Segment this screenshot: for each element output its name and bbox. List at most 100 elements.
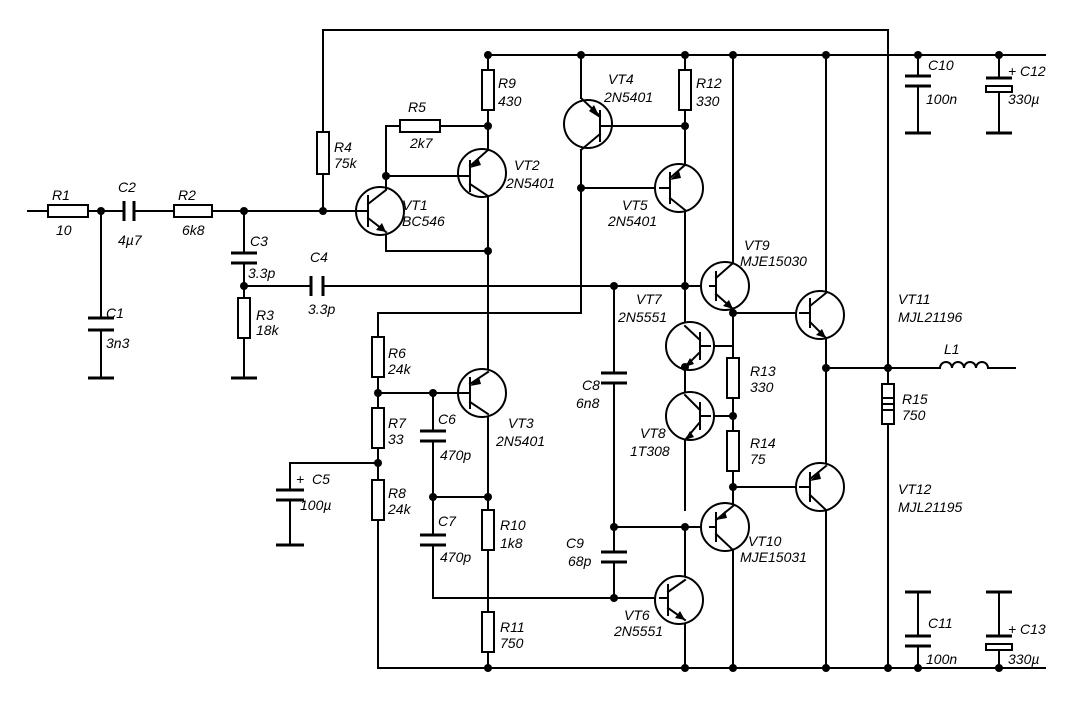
label-vt7-part: 2N5551 (617, 309, 667, 325)
label-c10-value: 100n (926, 91, 957, 107)
label-vt10-part: MJE15031 (740, 549, 807, 565)
label-vt1-part: BC546 (402, 213, 445, 229)
label-vt9-part: MJE15030 (740, 253, 807, 269)
label-c8-ref: C8 (582, 377, 600, 393)
label-vt2-ref: VT2 (514, 157, 540, 173)
label-c9-value: 68p (568, 553, 592, 569)
resistor-r5 (399, 119, 441, 133)
label-c4-value: 3.3p (308, 301, 335, 317)
junction-dots (97, 51, 1003, 672)
label-vt11-part: MJL21196 (898, 309, 963, 325)
label-r13-ref: R13 (750, 363, 776, 379)
label-l1-ref: L1 (944, 341, 960, 357)
label-c2-value: 4µ7 (118, 232, 143, 248)
label-r2-ref: R2 (178, 187, 196, 203)
label-c12-plus: + (1008, 63, 1016, 79)
label-r7-value: 33 (388, 431, 404, 447)
label-c8-value: 6n8 (576, 395, 600, 411)
resistor-r13 (726, 357, 740, 399)
capacitor-c6 (420, 429, 446, 443)
label-r8-ref: R8 (388, 485, 406, 501)
label-vt12-ref: VT12 (898, 481, 932, 497)
label-c13-ref: C13 (1020, 621, 1046, 637)
component-labels: R1 10 C2 4µ7 R2 6k8 C1 3n3 C3 3.3p R3 18… (52, 57, 1046, 667)
capacitor-c7 (420, 533, 446, 547)
transistors (355, 96, 845, 625)
transistor-vt3 (457, 368, 507, 418)
resistor-r4 (316, 131, 330, 175)
resistor-r1 (47, 204, 89, 218)
resistor-r14 (726, 430, 740, 472)
label-c9-ref: C9 (566, 535, 584, 551)
resistor-r2 (173, 204, 213, 218)
label-r5-ref: R5 (408, 99, 426, 115)
transistor-vt11 (795, 290, 845, 340)
transistor-vt6 (654, 575, 704, 625)
capacitor-c8 (601, 371, 627, 385)
label-r1-value: 10 (56, 222, 72, 238)
label-c6-value: 470p (440, 447, 471, 463)
resistors (47, 69, 895, 653)
label-c1-ref: C1 (106, 305, 124, 321)
label-r6-value: 24k (387, 361, 412, 377)
transistor-vt9 (700, 261, 750, 311)
resistor-r3 (237, 297, 251, 339)
label-c5-plus: + (296, 471, 304, 487)
label-vt8-ref: VT8 (640, 425, 666, 441)
label-vt3-part: 2N5401 (495, 433, 545, 449)
transistor-vt8 (665, 391, 715, 442)
label-r12-ref: R12 (696, 75, 722, 91)
label-c7-value: 470p (440, 549, 471, 565)
label-vt7-ref: VT7 (636, 291, 663, 307)
label-c5-value: 100µ (300, 497, 331, 513)
label-c3-value: 3.3p (248, 265, 275, 281)
resistor-r10 (481, 509, 495, 551)
capacitor-c1 (88, 316, 114, 332)
label-vt10-ref: VT10 (748, 533, 782, 549)
label-r15-value: 750 (902, 407, 926, 423)
label-c11-value: 100n (926, 651, 957, 667)
label-c1-value: 3n3 (106, 335, 130, 351)
inductor-l1 (938, 361, 990, 370)
capacitor-c4 (309, 276, 325, 296)
label-r11-value: 750 (500, 635, 524, 651)
label-c6-ref: C6 (438, 411, 456, 427)
label-r13-value: 330 (750, 379, 774, 395)
label-vt12-part: MJL21195 (898, 499, 963, 515)
resistor-r9 (481, 69, 495, 111)
label-c12-ref: C12 (1020, 63, 1046, 79)
resistor-r12 (678, 69, 692, 111)
label-r5-value: 2k7 (409, 135, 434, 151)
capacitor-c3 (231, 251, 257, 265)
label-r7-ref: R7 (388, 415, 407, 431)
label-r8-value: 24k (387, 501, 412, 517)
label-r2-value: 6k8 (182, 222, 205, 238)
label-r11-ref: R11 (500, 619, 525, 635)
label-c5-ref: C5 (312, 471, 330, 487)
label-c3-ref: C3 (250, 233, 268, 249)
label-vt1-ref: VT1 (402, 197, 428, 213)
transistor-vt4 (563, 96, 613, 152)
label-r3-value: 18k (256, 322, 280, 338)
label-vt4-ref: VT4 (608, 71, 634, 87)
capacitor-c9 (601, 550, 627, 564)
label-r3-ref: R3 (256, 307, 274, 323)
label-vt4-part: 2N5401 (603, 89, 653, 105)
label-vt5-ref: VT5 (622, 197, 648, 213)
label-r14-ref: R14 (750, 435, 776, 451)
transistor-vt7 (665, 321, 715, 371)
label-r4-value: 75k (334, 155, 358, 171)
label-c10-ref: C10 (928, 57, 954, 73)
transistor-vt2 (457, 148, 507, 198)
label-r4-ref: R4 (334, 139, 352, 155)
capacitor-c10 (905, 74, 931, 88)
capacitor-c11 (905, 634, 931, 648)
label-vt9-ref: VT9 (744, 237, 770, 253)
top-feedback-rail (322, 29, 889, 369)
resistor-r8 (371, 479, 385, 521)
label-c4-ref: C4 (310, 249, 328, 265)
ground-symbols (88, 131, 1012, 594)
label-vt3-ref: VT3 (508, 415, 534, 431)
label-r10-value: 1k8 (500, 535, 523, 551)
